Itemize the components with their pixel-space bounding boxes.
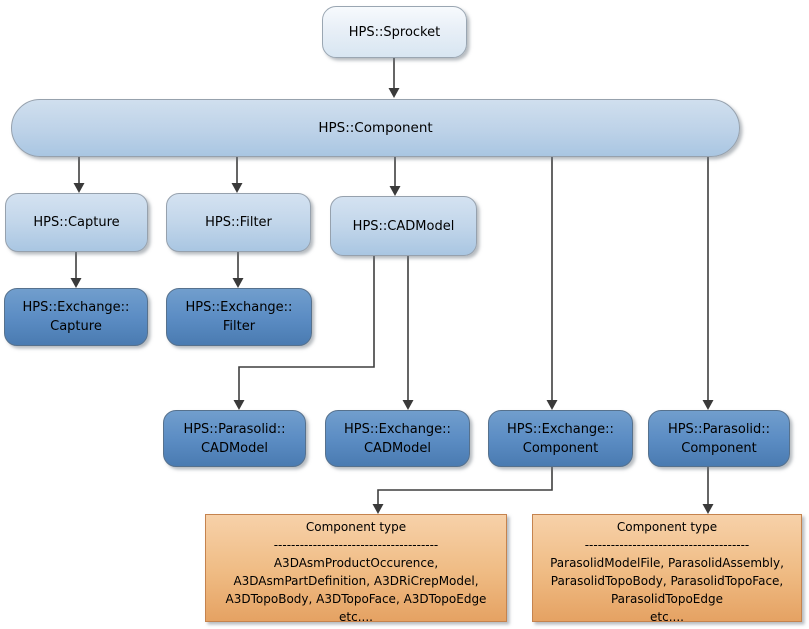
node-label: HPS::Capture	[33, 215, 120, 230]
node-hps-exchange-filter: HPS::Exchange:: Filter	[166, 288, 312, 346]
node-label-line2: Filter	[222, 319, 256, 334]
note-line: A3DTopoBody, A3DTopoFace, A3DTopoEdge	[225, 592, 487, 606]
note-title: Component type	[616, 520, 718, 534]
arrowhead	[231, 183, 243, 193]
arrowhead	[372, 504, 384, 514]
arrowhead	[546, 400, 558, 410]
note-exchange-component-types: Component type -------------------------…	[205, 514, 507, 624]
node-label-line1: HPS::Exchange::	[22, 300, 130, 315]
node-label-line1: HPS::Parasolid::	[183, 421, 286, 437]
connector-exchange-component-to-left-note	[377, 467, 553, 504]
node-label-line2: Component	[522, 440, 599, 456]
node-hps-component: HPS::Component	[11, 99, 740, 157]
node-label: HPS::Filter	[205, 215, 272, 230]
node-label: HPS::Component	[318, 119, 433, 136]
note-parasolid-component-types: Component type -------------------------…	[532, 514, 802, 624]
node-label-line1: HPS::Exchange::	[507, 421, 614, 437]
note-separator: --------------------------------------	[584, 538, 750, 552]
node-hps-parasolid-cadmodel: HPS::Parasolid:: CADModel	[163, 410, 306, 467]
node-hps-filter: HPS::Filter	[166, 193, 311, 252]
note-separator: --------------------------------------	[273, 538, 439, 552]
arrowhead	[233, 400, 245, 410]
note-line: etc....	[650, 610, 684, 624]
node-hps-exchange-capture: HPS::Exchange:: Capture	[4, 288, 148, 346]
note-line: A3DAsmPartDefinition, A3DRiCrepModel,	[233, 574, 479, 588]
node-label: HPS::CADModel	[352, 218, 455, 234]
arrowhead	[389, 186, 401, 196]
node-label-line1: HPS::Parasolid::	[667, 421, 771, 437]
note-line: ParasolidTopoBody, ParasolidTopoFace,	[550, 574, 784, 588]
note-line: A3DAsmProductOccurence,	[273, 556, 439, 570]
arrowhead	[73, 183, 85, 193]
note-line: ParasolidModelFile, ParasolidAssembly,	[550, 556, 784, 570]
arrowhead	[702, 504, 714, 514]
arrowhead	[388, 88, 400, 98]
note-title: Component type	[305, 520, 407, 534]
arrowhead	[70, 278, 82, 288]
node-hps-sprocket: HPS::Sprocket	[322, 6, 467, 58]
note-line: etc....	[339, 610, 373, 624]
connector-cadmodel-to-parasolid-cadmodel	[238, 256, 375, 400]
node-label-line2: Capture	[50, 319, 102, 334]
node-label-line1: HPS::Exchange::	[344, 421, 451, 437]
node-label-line2: CADModel	[200, 440, 268, 456]
node-hps-cadmodel: HPS::CADModel	[330, 196, 477, 256]
arrowhead	[402, 400, 414, 410]
node-label-line1: HPS::Exchange::	[185, 300, 293, 315]
note-line: ParasolidTopoEdge	[610, 592, 723, 606]
node-hps-parasolid-component: HPS::Parasolid:: Component	[648, 410, 790, 467]
node-label-line2: Component	[681, 440, 757, 456]
node-label-line2: CADModel	[363, 440, 431, 456]
arrowhead	[232, 278, 244, 288]
node-hps-capture: HPS::Capture	[5, 193, 148, 252]
node-hps-exchange-component: HPS::Exchange:: Component	[488, 410, 633, 467]
arrowhead	[702, 400, 714, 410]
node-hps-exchange-cadmodel: HPS::Exchange:: CADModel	[325, 410, 470, 467]
node-label: HPS::Sprocket	[348, 24, 441, 40]
